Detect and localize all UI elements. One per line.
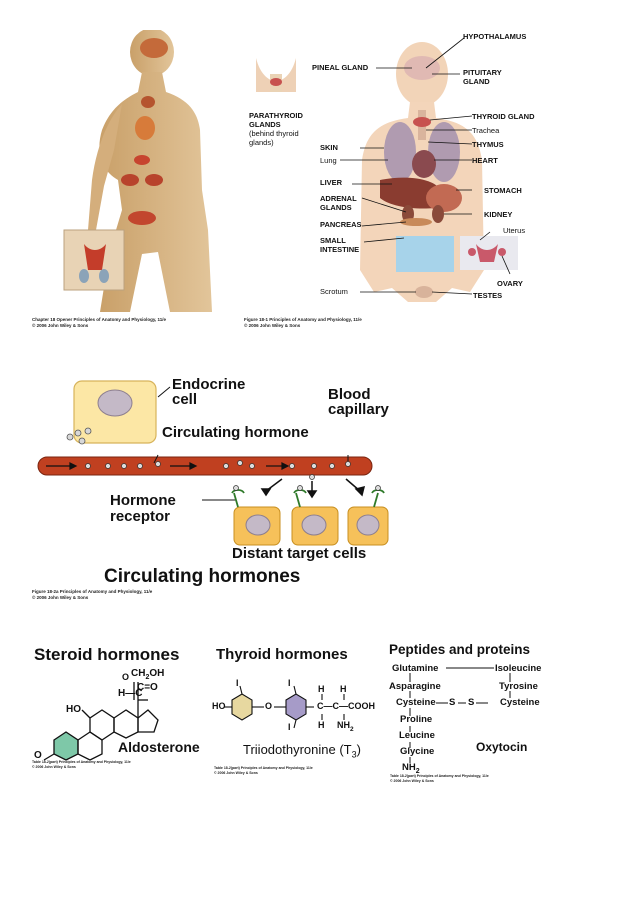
thyroid-copyright: © 2006 John Wiley & Sons <box>214 771 258 775</box>
panel-endocrine-glands <box>240 30 560 312</box>
thyroid-caption: Table 18-2(part) Principles of Anatomy a… <box>214 766 313 770</box>
label-endocrine: Endocrine <box>172 376 246 393</box>
chem-nh2-thyroid: NH2 <box>337 720 354 733</box>
thyroid-hormones-title: Thyroid hormones <box>216 646 348 663</box>
peptide-copyright: © 2006 John Wiley & Sons <box>390 779 434 783</box>
label-testes: TESTES <box>473 291 503 300</box>
triiodothyronine-label: Triiodothyronine (T3) <box>243 742 361 760</box>
aldosterone-structure <box>30 670 190 765</box>
label-hormone-receptor: receptor <box>110 508 171 525</box>
chem-i1: I <box>236 678 239 688</box>
panel2-caption-line1: Figure 18-1 Principles of Anatomy and Ph… <box>244 317 362 322</box>
chem-c-o: C=O <box>137 682 158 693</box>
label-pancreas: PANCREAS <box>320 220 362 229</box>
label-pituitary-2: GLAND <box>463 77 490 86</box>
label-trachea: Trachea <box>472 126 500 135</box>
label-parathyroid-3: (behind thyroid <box>249 129 299 138</box>
peptide-tyrosine: Tyrosine <box>499 681 538 692</box>
label-uterus: Uterus <box>503 226 526 235</box>
label-parathyroid-2: GLANDS <box>249 120 281 129</box>
peptide-bonds-lines <box>390 660 550 770</box>
peptides-title: Peptides and proteins <box>389 642 531 657</box>
label-scrotum: Scrotum <box>320 287 348 296</box>
body-silhouette-illustration <box>63 28 212 312</box>
chem-ho-thyroid: HO <box>212 701 226 711</box>
peptide-chain-drawing <box>409 667 511 763</box>
label-lung: Lung <box>320 156 337 165</box>
label-endocrine-cell: cell <box>172 391 198 408</box>
peptide-isoleucine: Isoleucine <box>495 663 542 674</box>
label-parathyroid-1: PARATHYROID <box>249 111 303 120</box>
label-small-intestine-2: INTESTINE <box>320 245 360 254</box>
label-hormone: Hormone <box>110 492 176 509</box>
label-liver: LIVER <box>320 178 343 187</box>
panel1-caption-line2: © 2006 John Wiley & Sons <box>32 323 89 328</box>
steroid-hormones-title: Steroid hormones <box>34 645 180 664</box>
label-distant-target-cells: Distant target cells <box>232 545 367 562</box>
aldosterone-label: Aldosterone <box>118 739 200 755</box>
label-blood-capillary: capillary <box>328 401 389 418</box>
chem-i2: I <box>288 678 291 688</box>
thyroid-rings-drawing <box>224 685 345 729</box>
chem-ho: HO <box>66 704 81 715</box>
steroid-rings-drawing <box>43 682 159 761</box>
label-stomach: STOMACH <box>484 186 522 195</box>
panel3-caption-line2: © 2006 John Wiley & Sons <box>32 595 89 600</box>
label-adrenal-1: ADRENAL <box>320 194 357 203</box>
label-heart: HEART <box>472 156 498 165</box>
chem-ch2oh: CH2OH <box>131 668 165 681</box>
peptide-nh2: NH2 <box>402 762 420 775</box>
peptide-s2: S <box>468 697 475 708</box>
peptide-leucine: Leucine <box>399 730 435 741</box>
panel2-caption-line2: © 2006 John Wiley & Sons <box>244 323 301 328</box>
chem-i3: I <box>288 722 291 732</box>
label-parathyroid-4: glands) <box>249 138 274 147</box>
chem-c-c-cooh: C—C—COOH <box>317 701 375 711</box>
chem-h1: H <box>318 684 325 694</box>
circulating-hormone-illustration <box>37 380 389 546</box>
triiodothyronine-structure <box>210 676 388 740</box>
peptide-caption: Table 18-2(part) Principles of Anatomy a… <box>390 774 489 778</box>
chem-h2: H <box>340 684 347 694</box>
chem-o-top: O <box>122 672 130 682</box>
label-hypothalamus: HYPOTHALAMUS <box>463 32 527 41</box>
label-adrenal-2: GLANDS <box>320 203 352 212</box>
panel1-caption-line1: Chapter 18 Opener Principles of Anatomy … <box>32 317 167 322</box>
label-pineal-gland: PINEAL GLAND <box>312 63 369 72</box>
peptide-cysteine-b: Cysteine <box>500 697 540 708</box>
chem-h3: H <box>318 720 325 730</box>
label-circulating-hormone: Circulating hormone <box>162 424 309 441</box>
label-thyroid-gland: THYROID GLAND <box>472 112 535 121</box>
chem-o-thyroid: O <box>265 701 273 711</box>
panel3-caption-line1: Figure 18-2a Principles of Anatomy and P… <box>32 589 153 594</box>
label-pituitary-1: PITUITARY <box>463 68 502 77</box>
peptide-proline: Proline <box>400 714 433 725</box>
label-thymus: THYMUS <box>472 140 504 149</box>
label-skin: SKIN <box>320 143 338 152</box>
label-ovary: OVARY <box>497 279 523 288</box>
label-kidney: KIDNEY <box>484 210 513 219</box>
chem-o-left: O <box>34 750 42 761</box>
label-small-intestine-1: SMALL <box>320 236 346 245</box>
label-blood: Blood <box>328 386 371 403</box>
steroid-caption: Table 18-2(part) Principles of Anatomy a… <box>32 760 131 764</box>
peptide-glycine: Glycine <box>400 746 435 757</box>
panel-circulating-hormones <box>30 375 390 575</box>
peptide-s1: S <box>449 697 456 708</box>
peptide-glutamine: Glutamine <box>392 663 439 674</box>
oxytocin-label: Oxytocin <box>476 740 528 754</box>
panel-body-silhouette <box>30 28 230 312</box>
anatomy-figure-illustration <box>256 37 518 302</box>
steroid-copyright: © 2006 John Wiley & Sons <box>32 765 76 769</box>
peptide-cysteine-a: Cysteine <box>396 697 436 708</box>
panel3-title: Circulating hormones <box>104 566 301 587</box>
peptide-asparagine: Asparagine <box>389 681 441 692</box>
chem-h-c: H—C <box>118 688 143 699</box>
